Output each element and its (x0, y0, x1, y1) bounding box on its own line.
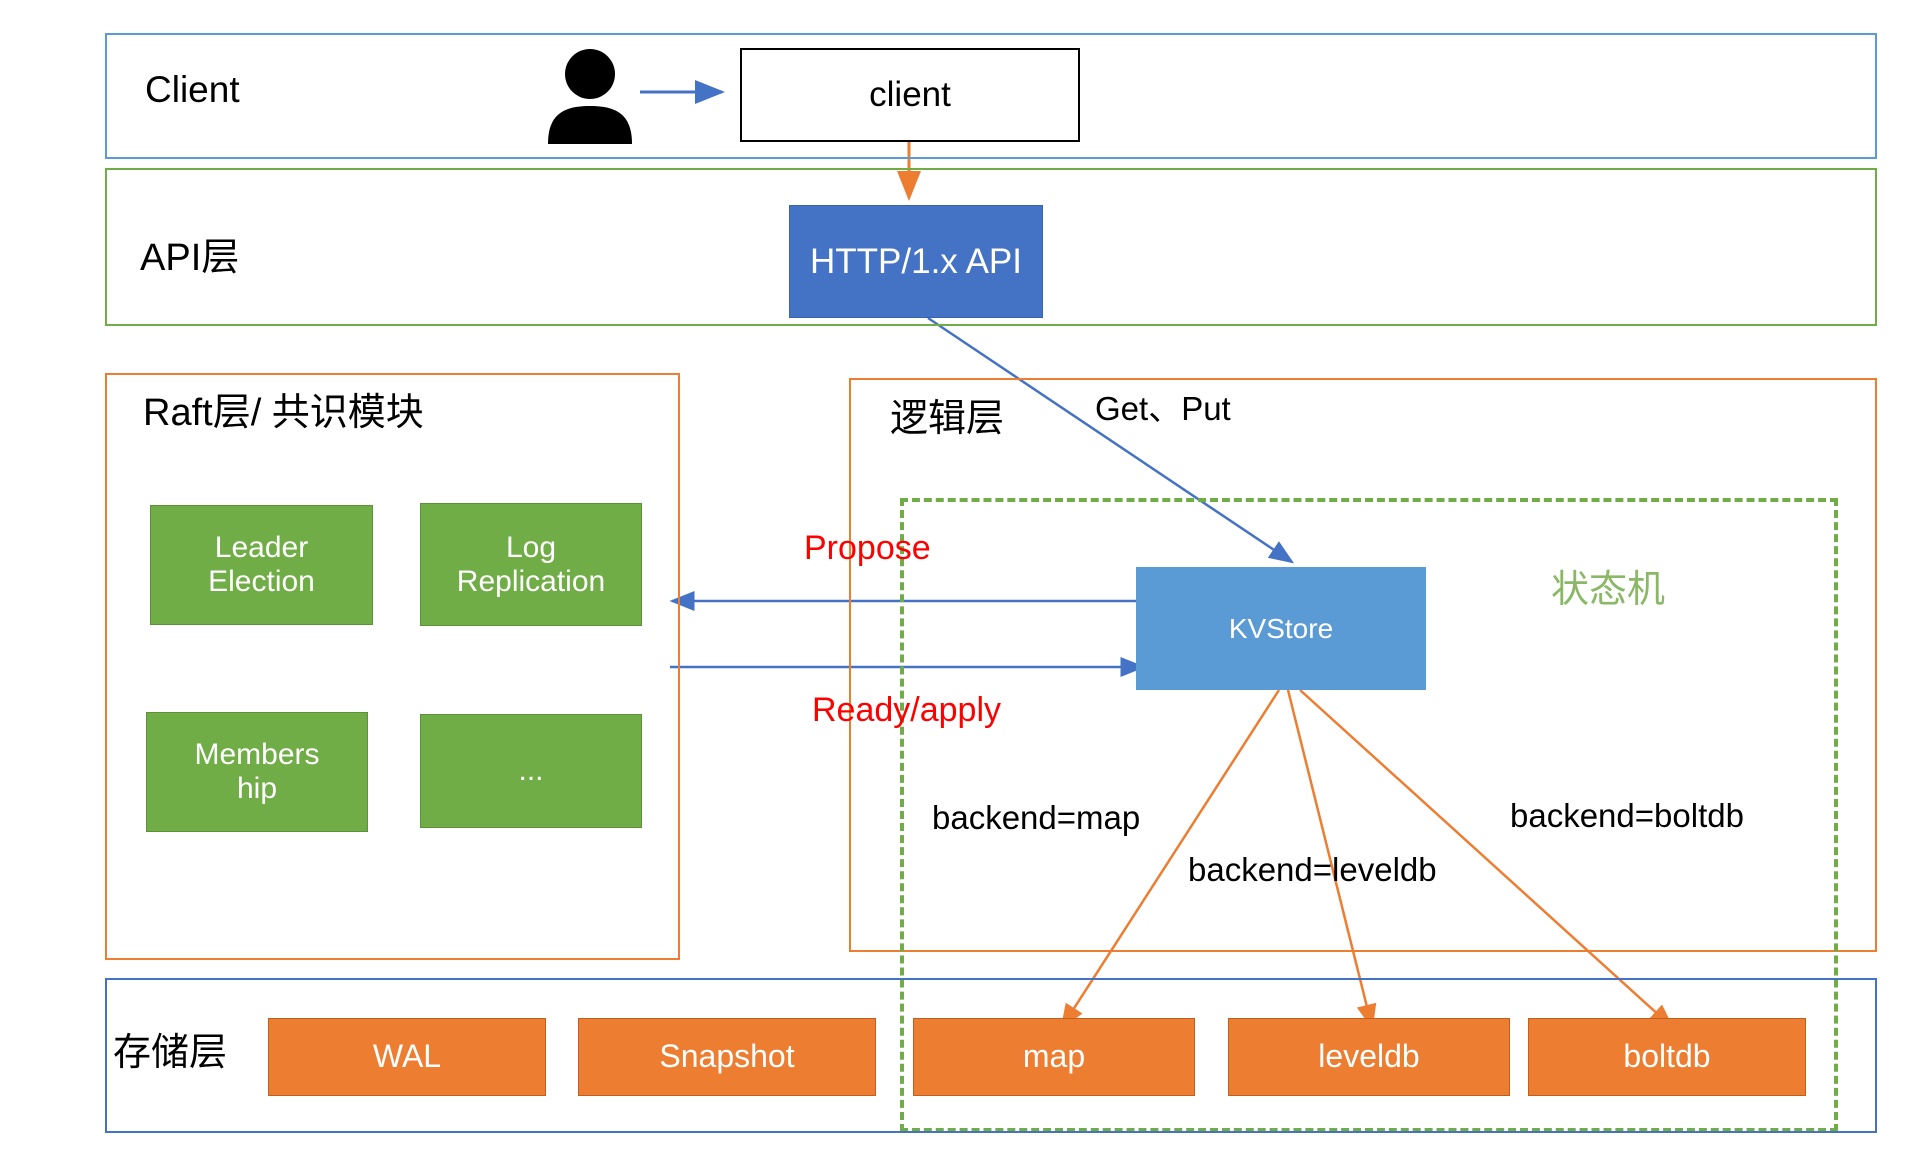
person-icon (544, 48, 636, 144)
layer-logic-title: 逻辑层 (890, 398, 1005, 440)
storage-node-snapshot[interactable]: Snapshot (578, 1018, 876, 1096)
storage-node-boltdb[interactable]: boltdb (1528, 1018, 1806, 1096)
annotation-propose: Propose (804, 529, 931, 567)
layer-api (105, 168, 1877, 326)
raft-module-leader-election[interactable]: Leader Election (150, 505, 373, 625)
annotation-ready-apply: Ready/apply (812, 691, 1002, 729)
layer-logic (849, 378, 1877, 952)
kvstore-node[interactable]: KVStore (1136, 567, 1426, 690)
annotation-backend-leveldb: backend=leveldb (1188, 851, 1437, 888)
annotation-get-put: Get、Put (1095, 390, 1231, 427)
layer-raft (105, 373, 680, 960)
raft-module-membership[interactable]: Members hip (146, 712, 368, 832)
storage-node-leveldb[interactable]: leveldb (1228, 1018, 1510, 1096)
storage-node-map[interactable]: map (913, 1018, 1195, 1096)
layer-raft-title: Raft层/ 共识模块 (143, 392, 424, 434)
layer-client-title: Client (145, 69, 240, 110)
state-machine-label: 状态机 (1551, 569, 1666, 611)
client-node[interactable]: client (740, 48, 1080, 142)
layer-client (105, 33, 1877, 159)
layer-storage (105, 978, 1877, 1133)
http-api-node[interactable]: HTTP/1.x API (789, 205, 1043, 318)
raft-module-more[interactable]: ... (420, 714, 642, 828)
state-machine-region (900, 498, 1838, 1132)
layer-storage-title: 存储层 (113, 1032, 228, 1074)
annotation-backend-boltdb: backend=boltdb (1510, 797, 1744, 834)
raft-module-log-replication[interactable]: Log Replication (420, 503, 642, 626)
layer-api-title: API层 (140, 237, 240, 279)
storage-node-wal[interactable]: WAL (268, 1018, 546, 1096)
annotation-backend-map: backend=map (932, 799, 1141, 836)
